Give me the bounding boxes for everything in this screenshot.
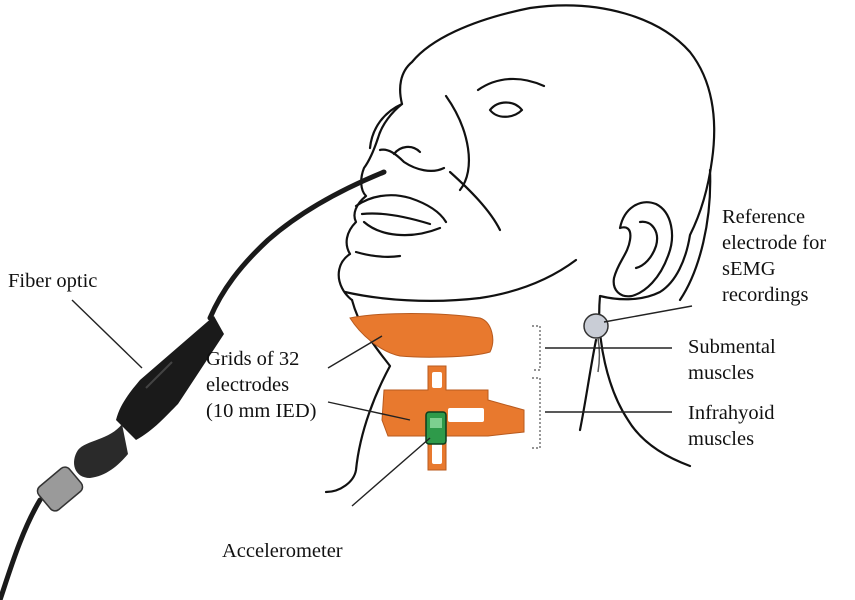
accelerometer-chip — [430, 418, 442, 428]
reference-label-line-4: recordings — [722, 282, 826, 308]
infrahyoid-label-line-1: Infrahyoid — [688, 400, 775, 426]
upper-lip — [356, 195, 446, 222]
brow — [478, 79, 544, 90]
accelerometer-label: Accelerometer — [222, 538, 343, 564]
reference-electrode — [584, 314, 608, 338]
submental-bracket — [532, 326, 540, 370]
grids-label-line-3: (10 mm IED) — [206, 398, 316, 424]
fiber-optic-leader — [72, 300, 142, 368]
reference-label-line-2: electrode for — [722, 230, 826, 256]
reference-label: Reference electrode for sEMG recordings — [722, 204, 826, 308]
grids-leader-submental — [328, 336, 382, 368]
grids-label-line-1: Grids of 32 — [206, 346, 316, 372]
grids-label-line-2: electrodes — [206, 372, 316, 398]
mouth-line — [362, 213, 430, 224]
endoscope — [0, 172, 384, 600]
face-profile — [339, 104, 402, 300]
ear-inner — [636, 222, 657, 268]
grids-label: Grids of 32 electrodes (10 mm IED) — [206, 346, 316, 424]
brackets — [532, 326, 540, 448]
nasolabial — [450, 172, 500, 230]
submental-grid — [350, 314, 493, 358]
endoscope-handle — [35, 316, 224, 513]
accelerometer-leader — [352, 438, 430, 506]
reference-cable — [598, 338, 600, 372]
chin-crease — [356, 252, 400, 257]
submental-label: Submental muscles — [688, 334, 776, 386]
infrahyoid-bracket — [532, 378, 540, 448]
infrahyoid-label: Infrahyoid muscles — [688, 400, 775, 452]
nostril — [394, 147, 420, 154]
fiber-optic-label: Fiber optic — [8, 268, 97, 294]
reference-leader — [604, 306, 692, 322]
ear — [614, 202, 672, 296]
cheek-line — [446, 96, 469, 190]
submental-label-line-1: Submental — [688, 334, 776, 360]
infrahyoid-label-line-2: muscles — [688, 426, 775, 452]
jaw-line — [345, 260, 576, 301]
reference-label-line-3: sEMG — [722, 256, 826, 282]
submental-label-line-2: muscles — [688, 360, 776, 386]
neck-muscle-line — [580, 340, 596, 430]
reference-label-line-1: Reference — [722, 204, 826, 230]
eye — [490, 103, 522, 117]
nose — [380, 150, 444, 171]
